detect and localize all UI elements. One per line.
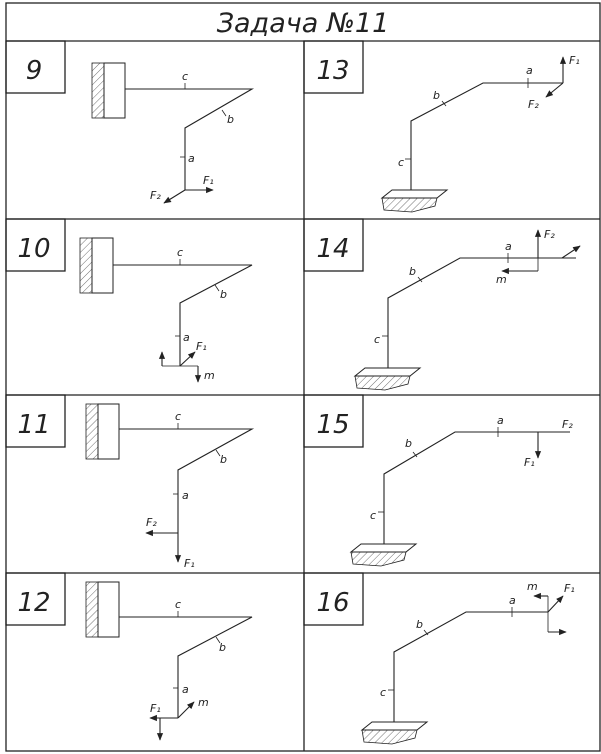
panel-number: 11 xyxy=(17,410,50,440)
label-a: a xyxy=(526,64,533,77)
frame-members xyxy=(387,257,576,368)
label-a: a xyxy=(505,240,512,253)
moment-m xyxy=(158,351,202,383)
force-arrow-f2 xyxy=(163,189,186,204)
frame-members xyxy=(383,431,570,544)
panel-number: 12 xyxy=(17,588,50,618)
label-f1: F₁ xyxy=(150,702,161,715)
wall-support xyxy=(91,62,126,119)
label-f2: F₂ xyxy=(528,98,539,111)
label-b: b xyxy=(219,641,226,654)
panel-10: 10 c b a F₁ m xyxy=(5,218,253,383)
panel-number: 13 xyxy=(316,56,349,86)
panel-number-box xyxy=(5,572,66,626)
panel-number: 15 xyxy=(316,410,349,440)
panel-13: 13 c b a F₁ F₂ xyxy=(303,40,580,213)
wall-support xyxy=(85,581,120,638)
label-f1: F₁ xyxy=(184,557,195,570)
label-b: b xyxy=(227,113,234,126)
label-b: b xyxy=(416,618,423,631)
panel-16: 16 c b a m F₁ xyxy=(303,572,575,745)
label-c: c xyxy=(182,70,188,83)
label-f2: F₂ xyxy=(544,228,555,241)
frame-members xyxy=(393,611,548,722)
panel-9: 9 c b a F₁ F₂ xyxy=(5,40,255,204)
label-c: c xyxy=(175,410,181,423)
label-a: a xyxy=(182,489,189,502)
label-c: c xyxy=(370,509,376,522)
frame-members xyxy=(113,264,253,366)
label-a: a xyxy=(183,331,190,344)
force-arrow-f1 xyxy=(547,595,564,613)
ground-support xyxy=(353,367,422,391)
label-f1: F₁ xyxy=(524,456,535,469)
task-title: Задача №11 xyxy=(217,8,390,39)
label-m: m xyxy=(527,580,538,593)
frame-members xyxy=(125,88,255,190)
label-f2: F₂ xyxy=(150,189,161,202)
ground-support xyxy=(380,189,449,213)
label-c: c xyxy=(380,686,386,699)
label-c: c xyxy=(175,598,181,611)
label-c: c xyxy=(177,246,183,259)
panel-number: 9 xyxy=(26,56,43,86)
frame-members xyxy=(410,82,563,190)
panel-number-box xyxy=(5,394,66,448)
ground-support xyxy=(360,721,429,745)
label-f1: F₁ xyxy=(196,340,207,353)
panel-number-box xyxy=(5,40,66,94)
label-m: m xyxy=(204,369,215,382)
label-c: c xyxy=(374,333,380,346)
panel-12: 12 c b a F₁ m xyxy=(5,572,253,741)
panel-number-box xyxy=(303,218,364,272)
frame-members xyxy=(119,616,253,718)
panel-number: 14 xyxy=(316,234,349,264)
frame-members xyxy=(119,428,255,533)
panel-number-box xyxy=(303,40,364,94)
wall-support xyxy=(85,403,120,460)
label-a: a xyxy=(188,152,195,165)
grid-frame xyxy=(5,2,601,752)
label-b: b xyxy=(220,288,227,301)
label-f1: F₁ xyxy=(564,582,575,595)
label-c: c xyxy=(398,156,404,169)
label-b: b xyxy=(433,89,440,102)
label-b: b xyxy=(220,453,227,466)
panel-number: 16 xyxy=(316,588,349,618)
panel-14: 14 c b a F₂ m xyxy=(303,218,581,391)
panel-number-box xyxy=(5,218,66,272)
ground-support xyxy=(349,543,418,567)
force-arrow-f2 xyxy=(545,82,564,98)
label-a: a xyxy=(182,683,189,696)
label-m: m xyxy=(496,273,507,286)
label-f2: F₂ xyxy=(562,418,573,431)
label-b: b xyxy=(409,265,416,278)
label-a: a xyxy=(509,594,516,607)
panel-number-box xyxy=(303,572,364,626)
force-arrow-f1 xyxy=(179,351,196,367)
label-f2: F₂ xyxy=(146,516,157,529)
label-m: m xyxy=(198,696,209,709)
panel-15: 15 c b a F₁ F₂ xyxy=(303,394,573,567)
moment-m xyxy=(156,701,195,741)
panel-number: 10 xyxy=(17,234,50,264)
label-b: b xyxy=(405,437,412,450)
label-f1: F₁ xyxy=(569,54,580,67)
moment-m xyxy=(533,592,567,636)
panel-11: 11 c b a F₂ F₁ xyxy=(5,394,255,570)
panel-number-box xyxy=(303,394,364,448)
moment-m xyxy=(501,245,581,275)
wall-support xyxy=(79,237,114,294)
label-f1: F₁ xyxy=(203,174,214,187)
label-a: a xyxy=(497,414,504,427)
